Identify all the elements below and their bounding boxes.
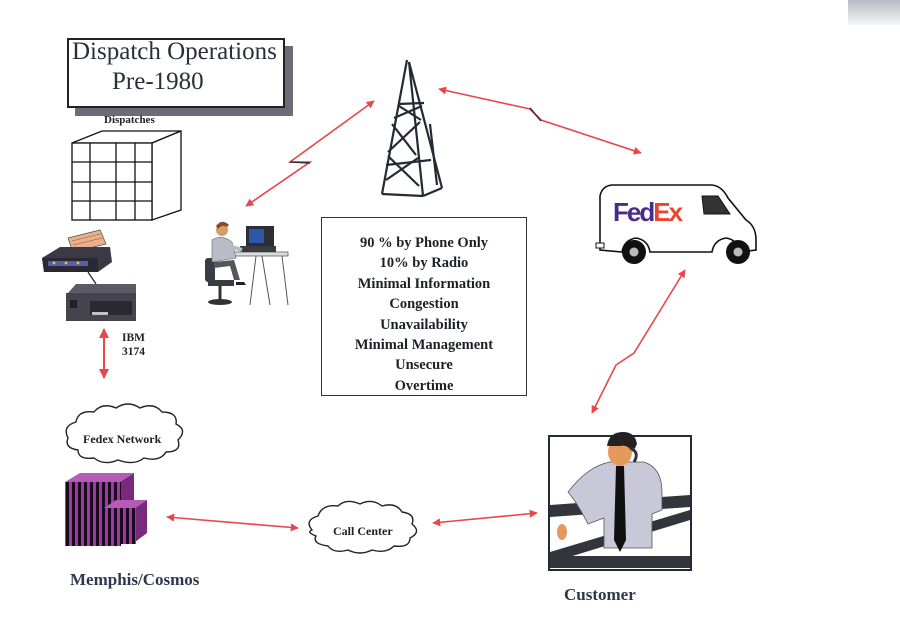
call-center-cloud — [308, 500, 418, 554]
issues-box — [321, 217, 527, 396]
dispatches-label: Dispatches — [104, 114, 155, 126]
tower-dispatcher-link — [245, 100, 375, 207]
tower-van-link — [438, 86, 642, 155]
issue-line: 10% by Radio — [379, 255, 469, 272]
memphis-cosmos-label: Memphis/Cosmos — [70, 570, 200, 589]
ibm-3174-label: IBM 3174 — [122, 331, 145, 359]
issue-line: Unavailability — [380, 316, 468, 333]
ibm-3174-controller-icon — [66, 284, 136, 321]
callcenter-customer-link — [432, 509, 538, 527]
ibm-label-line2: 3174 — [122, 346, 145, 358]
printer-icon — [42, 229, 112, 285]
fedex-van-icon — [595, 184, 757, 264]
title-line1: Dispatch Operations — [72, 38, 277, 65]
memphis-callcenter-link — [166, 513, 299, 532]
scan-edge — [848, 0, 900, 25]
title-box — [67, 38, 285, 108]
issue-line: 90 % by Phone Only — [359, 235, 489, 251]
title-line2: Pre-1980 — [112, 68, 204, 95]
radio-tower-icon — [380, 59, 444, 198]
memphis-cosmos-server-icon — [65, 473, 147, 546]
issue-line: Overtime — [394, 377, 454, 394]
customer-icon — [548, 432, 692, 571]
dispatches-grid-icon — [71, 130, 182, 221]
call-center-label: Call Center — [333, 524, 393, 538]
issues-list: 90 % by Phone Only 10% by Radio Minimal … — [321, 233, 527, 396]
fedex-network-label: Fedex Network — [83, 432, 162, 446]
fedex-network-cloud — [65, 403, 184, 464]
issue-line: Congestion — [389, 296, 459, 313]
issue-line: Unsecure — [395, 357, 453, 374]
fedex-logo: FedEx — [613, 197, 683, 228]
van-customer-link — [591, 269, 686, 414]
issue-line: Minimal Management — [354, 337, 494, 354]
fedex-logo-fed: Fed — [613, 197, 655, 227]
ibm-label-line1: IBM — [122, 332, 145, 344]
issue-line: Minimal Information — [357, 275, 491, 292]
dispatcher-icon — [205, 221, 289, 306]
fedex-logo-ex: Ex — [653, 197, 683, 227]
customer-label: Customer — [564, 585, 636, 604]
